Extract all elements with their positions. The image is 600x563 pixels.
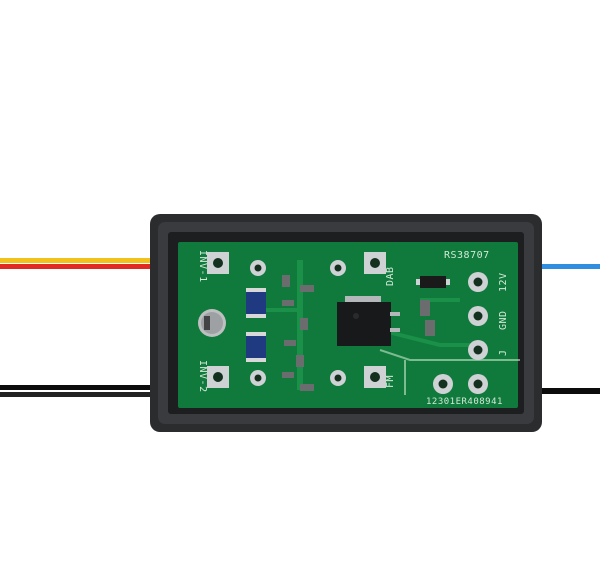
label-serial: 12301ER408941	[426, 397, 503, 407]
wires	[0, 258, 600, 397]
mounting-pads	[207, 252, 386, 388]
wire-black-right	[530, 388, 600, 394]
wire-black-left-2	[0, 392, 160, 397]
smd-diode-icon	[246, 288, 266, 362]
label-inv1: INV-1	[197, 250, 208, 283]
label-model: RS38707	[444, 250, 490, 261]
wire-red	[0, 264, 160, 269]
electrolytic-capacitor-icon	[198, 309, 226, 337]
label-inv2: INV-2	[197, 360, 208, 393]
wire-yellow	[0, 258, 160, 263]
label-gnd: GND	[498, 310, 509, 330]
label-fm: FM	[385, 374, 396, 388]
wire-blue	[530, 264, 600, 269]
mosfet-chip-icon	[337, 296, 400, 346]
through-hole-pads	[250, 260, 488, 394]
wire-black-left-1	[0, 385, 160, 390]
label-12v: 12V	[498, 272, 509, 292]
label-j: J	[498, 349, 509, 356]
smd-resistor-array	[282, 275, 450, 391]
label-dab: DAB	[385, 266, 396, 286]
